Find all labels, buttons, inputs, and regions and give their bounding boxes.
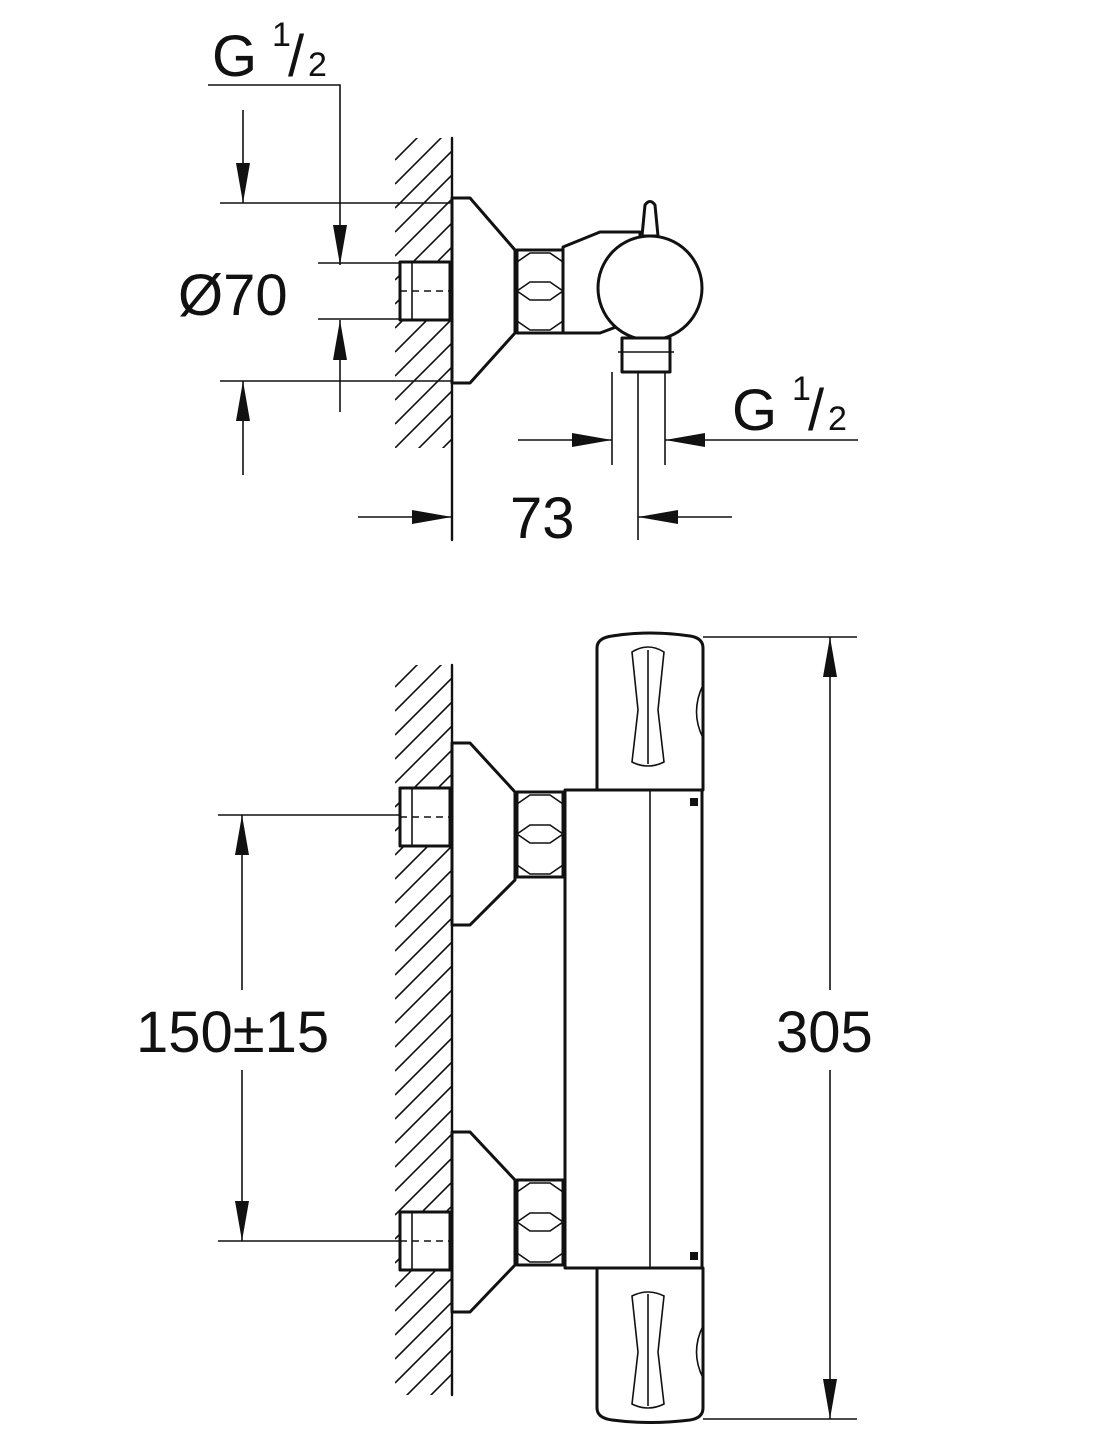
hatch-line (395, 1108, 453, 1168)
hatch-line (395, 149, 453, 209)
label-inlet-thread: G (212, 24, 257, 89)
dimension-escutcheon-diameter (220, 110, 452, 475)
hatch-line (429, 1372, 453, 1395)
hatch-line (395, 78, 453, 136)
label-inlet-thread-den: 2 (308, 46, 327, 84)
upper-inlet (398, 741, 565, 927)
knob-pointer-top (640, 200, 660, 238)
label-diameter: Ø70 (178, 263, 288, 328)
dimension-depth (358, 510, 732, 524)
label-outlet-thread-den: 2 (828, 400, 847, 438)
thermostat-body (563, 788, 704, 1270)
wall-hatching-front (395, 605, 453, 1439)
hex-nut-top (515, 248, 565, 335)
hatch-line (395, 1421, 453, 1439)
hatch-line (395, 1012, 453, 1072)
label-depth: 73 (510, 486, 575, 551)
hatch-line (395, 1276, 453, 1336)
dimension-outlet-thread (518, 433, 858, 447)
hatch-line (395, 844, 453, 904)
hatch-line (395, 676, 453, 736)
hatch-line (395, 665, 419, 688)
hatch-line (395, 605, 453, 663)
hatch-line (395, 940, 453, 1000)
hatch-line (395, 916, 453, 976)
hatch-line (405, 1348, 453, 1395)
label-outlet-thread: G (732, 378, 777, 443)
label-outlet-thread-num: 1 (792, 370, 811, 408)
hatch-line (395, 1132, 453, 1192)
dimension-inlet-spacing (218, 814, 400, 1242)
label-total-height: 305 (776, 1000, 873, 1065)
hatch-line (395, 1300, 453, 1360)
hatch-line (395, 138, 419, 161)
lower-handle (595, 1266, 705, 1424)
label-inlet-spacing: 150±15 (136, 1000, 329, 1065)
label-outlet-thread-slash: / (808, 378, 825, 443)
escutcheon-top (450, 196, 517, 385)
hatch-line (417, 413, 453, 448)
hatch-line (395, 138, 443, 185)
hatch-line (395, 341, 453, 401)
label-inlet-thread-num: 1 (272, 16, 291, 54)
hatch-line (395, 724, 453, 784)
dimension-total-height (703, 636, 857, 1420)
hatch-line (395, 462, 453, 520)
hatch-line (395, 197, 453, 257)
dimension-inlet-thread (208, 84, 400, 412)
hatch-line (395, 988, 453, 1048)
upper-handle (595, 631, 705, 792)
hatch-line (395, 700, 453, 760)
hatch-line (395, 1397, 453, 1439)
label-inlet-thread-slash: / (288, 24, 305, 89)
control-knob-top (596, 234, 704, 342)
hatch-line (395, 1324, 453, 1384)
lower-inlet (398, 1130, 565, 1314)
hatch-line (395, 868, 453, 928)
hatch-line (395, 389, 453, 448)
top-view: G 1 / 2 Ø70 G 1 / 2 73 (178, 16, 858, 551)
hatch-line (441, 437, 453, 448)
hatch-line (395, 892, 453, 952)
hatch-line (395, 1156, 453, 1216)
hatch-line (395, 317, 453, 377)
front-view: 150±15 305 (136, 605, 873, 1439)
outlet-connector-top (611, 336, 674, 540)
hatch-line (395, 1036, 453, 1096)
wall-pipe-stub-top (398, 260, 452, 322)
hatch-line (395, 1084, 453, 1144)
hatch-line (395, 964, 453, 1024)
hatch-line (395, 665, 443, 712)
hatch-line (395, 365, 453, 425)
hatch-line (395, 1060, 453, 1120)
